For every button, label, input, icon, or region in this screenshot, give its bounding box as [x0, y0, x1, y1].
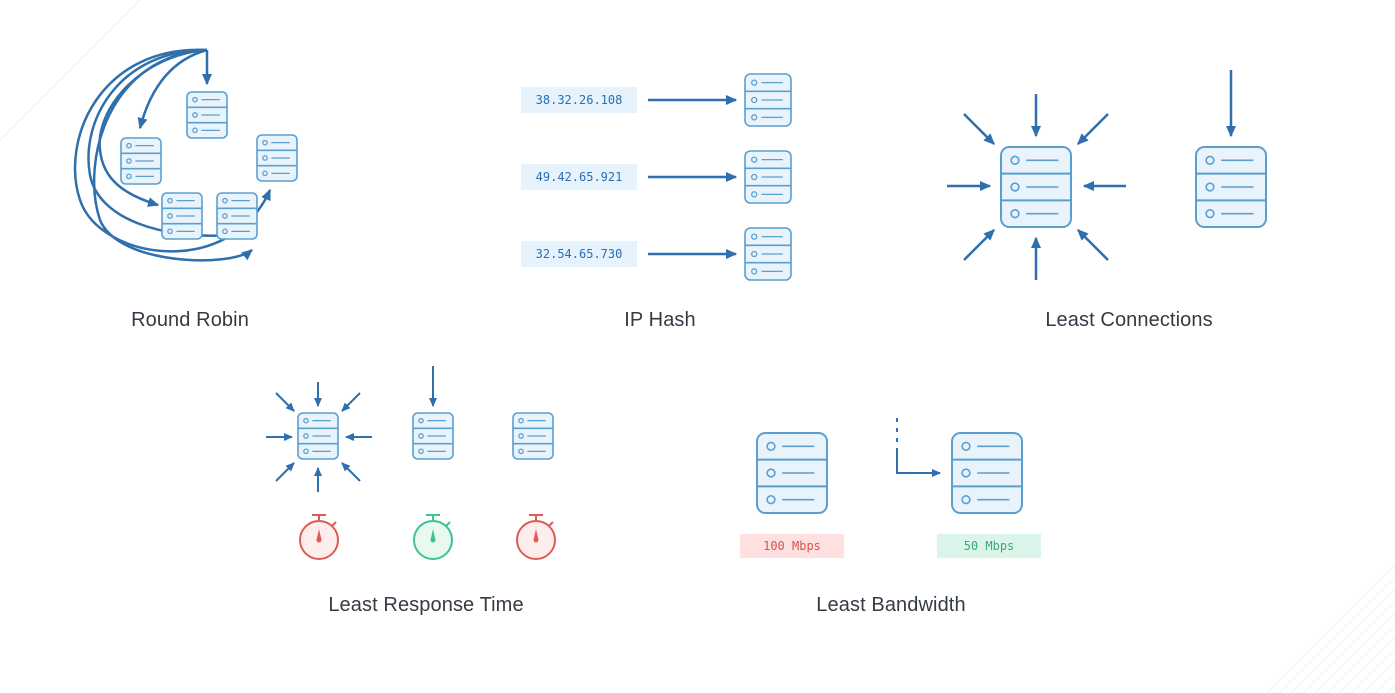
arrow-icon: [73, 48, 272, 253]
bandwidth-badge-low: 50 Mbps: [937, 534, 1041, 558]
least-bandwidth-arrows: [896, 418, 941, 477]
server-icon: [120, 137, 162, 185]
least-bandwidth-group: [756, 418, 1023, 514]
server-icon: [744, 73, 792, 127]
arrow-icon: [1077, 229, 1109, 261]
server-icon: [256, 134, 298, 182]
least-response-time-servers: [297, 412, 554, 460]
ip-address-label: 49.42.65.921: [521, 164, 637, 190]
least-response-time-group: [266, 366, 556, 560]
round-robin-group: [73, 48, 298, 262]
ip-hash-group: [648, 73, 792, 281]
least-response-time-timers: [299, 514, 556, 560]
least-connections-group: [947, 70, 1267, 280]
server-icon: [951, 432, 1023, 514]
server-icon: [744, 150, 792, 204]
arrow-icon: [1077, 113, 1109, 145]
stopwatch-icon: [413, 514, 453, 560]
arrow-icon: [341, 392, 361, 412]
arrow-icon: [963, 229, 995, 261]
arrow-icon: [275, 392, 295, 412]
round-robin-servers: [120, 91, 298, 240]
server-icon: [161, 192, 203, 240]
server-icon: [744, 227, 792, 281]
arrow-icon: [92, 48, 253, 262]
server-icon: [412, 412, 454, 460]
ip-address-label: 32.54.65.730: [521, 241, 637, 267]
stopwatch-icon: [516, 514, 556, 560]
stopwatch-icon: [299, 514, 339, 560]
arrow-icon: [275, 462, 295, 482]
server-icon: [512, 412, 554, 460]
arrow-icon: [137, 48, 208, 130]
server-icon: [1195, 146, 1267, 228]
least-connections-servers: [1000, 146, 1267, 228]
round-robin-title: Round Robin: [131, 309, 249, 331]
least-response-time-title: Least Response Time: [328, 594, 524, 616]
ip-hash-title: IP Hash: [624, 309, 696, 331]
ip-hash-servers: [744, 73, 792, 281]
server-icon: [756, 432, 828, 514]
least-response-time-arrows: [266, 366, 437, 492]
arrow-icon: [341, 462, 361, 482]
least-bandwidth-servers: [756, 432, 1023, 514]
server-icon: [216, 192, 258, 240]
least-connections-arrows: [947, 70, 1236, 280]
server-icon: [1000, 146, 1072, 228]
least-bandwidth-title: Least Bandwidth: [816, 594, 966, 616]
server-icon: [297, 412, 339, 460]
ip-hash-arrows: [648, 95, 738, 259]
server-icon: [186, 91, 228, 139]
bandwidth-badge-high: 100 Mbps: [740, 534, 844, 558]
least-connections-title: Least Connections: [1045, 309, 1213, 331]
arrow-icon: [963, 113, 995, 145]
ip-address-label: 38.32.26.108: [521, 87, 637, 113]
arrow-icon: [896, 448, 941, 477]
